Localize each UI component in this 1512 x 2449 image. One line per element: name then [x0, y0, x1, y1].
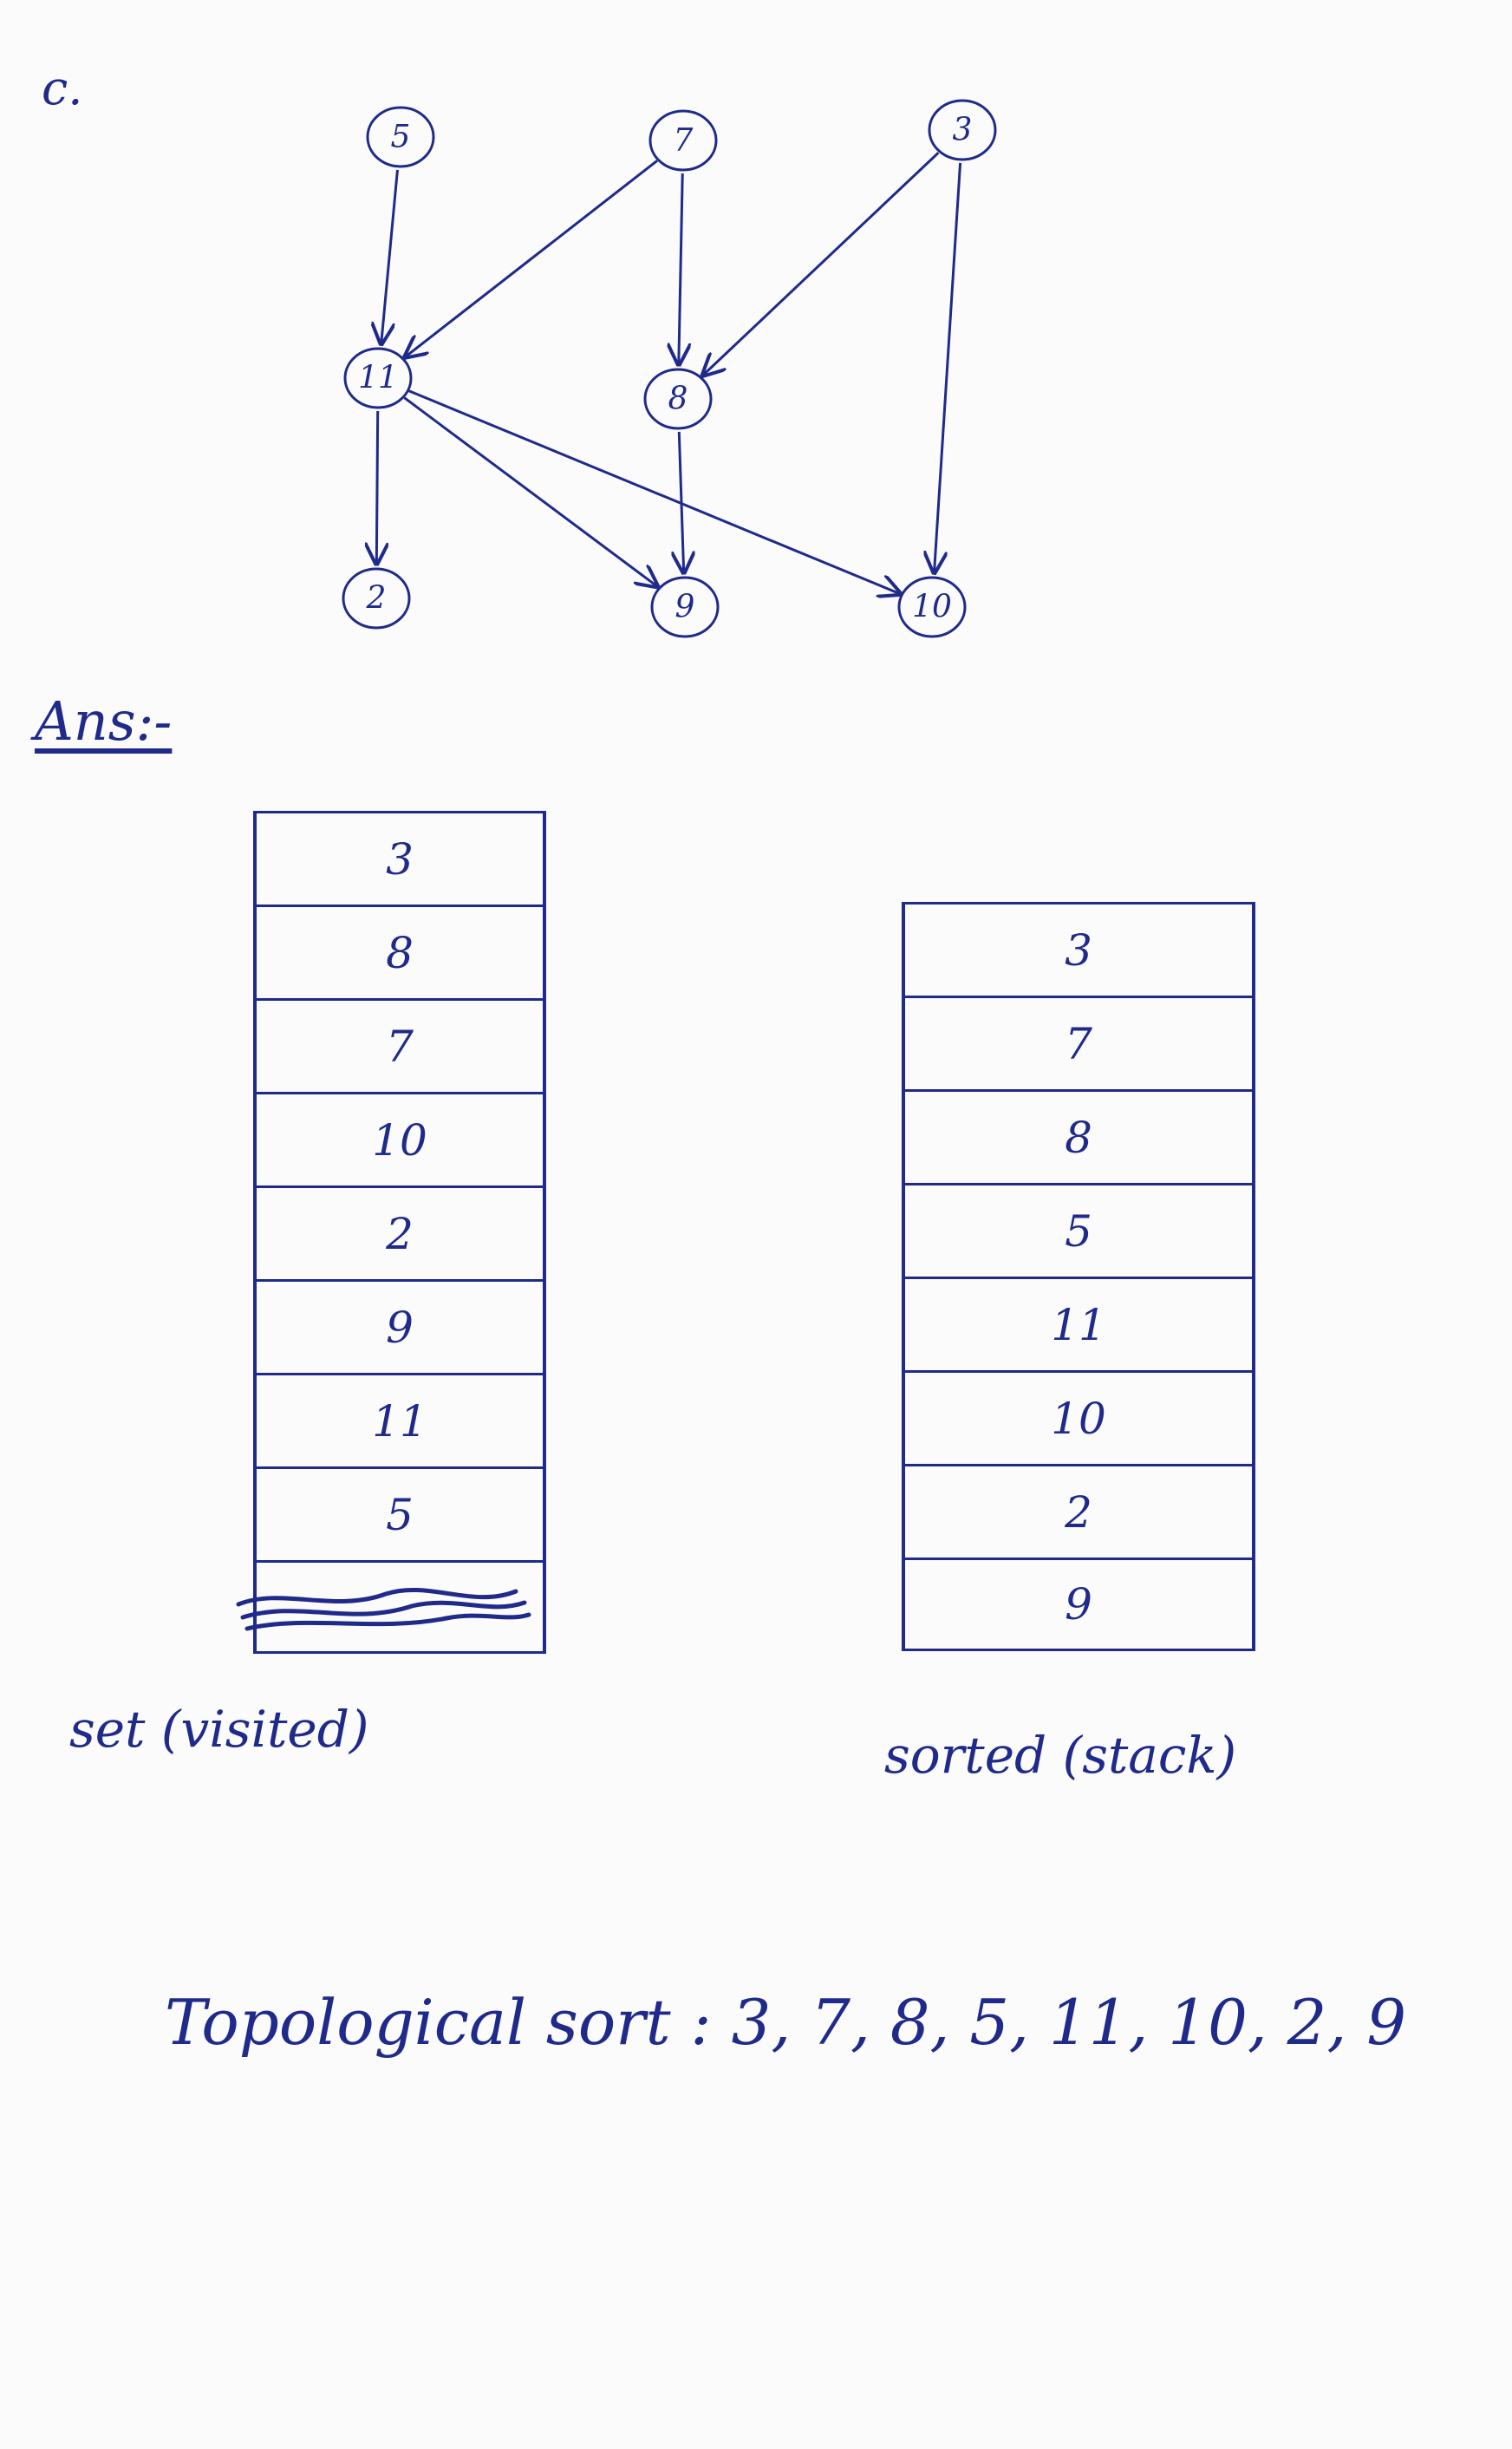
edge-7-to-11: [406, 160, 658, 356]
node-3: 3: [928, 99, 997, 161]
node-label: 8: [668, 382, 688, 417]
node-label: 11: [358, 361, 398, 396]
sorted-stack-cell: 9: [905, 1558, 1252, 1651]
visited-set-caption: set (visited): [69, 1700, 369, 1759]
node-label: 3: [953, 113, 973, 148]
sorted-stack-caption: sorted (stack): [884, 1726, 1237, 1785]
edge-3-to-10: [935, 162, 962, 572]
sorted-stack-cell: 5: [905, 1183, 1252, 1277]
sorted-stack-cell: 7: [905, 996, 1252, 1089]
visited-set-cell: 10: [257, 1092, 543, 1185]
edge-11-to-2: [376, 410, 377, 564]
node-11: 11: [343, 347, 413, 409]
edge-11-to-9: [403, 396, 656, 586]
node-label: 7: [674, 123, 694, 159]
question-label: c.: [42, 61, 83, 115]
visited-set-empty-cell: [257, 1560, 543, 1654]
node-2: 2: [342, 567, 411, 630]
edge-11-to-10: [407, 389, 900, 594]
node-label: 2: [366, 581, 387, 617]
result-order: 3, 7, 8, 5, 11, 10, 2, 9: [731, 1986, 1407, 2059]
result-label: Topological sort :: [165, 1986, 712, 2059]
sorted-stack-cell: 3: [905, 902, 1252, 996]
scribble-mark: [236, 1587, 531, 1631]
node-label: 5: [391, 120, 411, 155]
node-9: 9: [650, 576, 720, 638]
visited-set-cell: 8: [257, 904, 543, 998]
edge-7-to-8: [679, 173, 682, 364]
visited-set-cell: 9: [257, 1279, 543, 1373]
node-10: 10: [897, 576, 967, 638]
sorted-stack-cell: 2: [905, 1464, 1252, 1558]
dag-diagram: 5 7 3 11 8 2 9 10: [342, 99, 997, 638]
node-8: 8: [643, 368, 713, 430]
edge-3-to-8: [703, 152, 940, 375]
node-label: 10: [912, 590, 952, 625]
node-7: 7: [648, 109, 718, 172]
sorted-stack-cell: 8: [905, 1089, 1252, 1183]
visited-set-cell: 7: [257, 998, 543, 1092]
sorted-stack-cell: 11: [905, 1277, 1252, 1370]
visited-set-cell: 5: [257, 1466, 543, 1560]
edge-5-to-11: [381, 169, 399, 343]
edge-8-to-9: [679, 431, 683, 572]
visited-set-cell: 11: [257, 1373, 543, 1466]
node-label: 9: [675, 590, 695, 625]
visited-set-cell: 3: [257, 811, 543, 904]
topological-sort-result: Topological sort : 3, 7, 8, 5, 11, 10, 2…: [165, 1986, 1406, 2059]
sorted-stack-cell: 10: [905, 1370, 1252, 1464]
node-5: 5: [366, 106, 435, 168]
visited-set-cell: 2: [257, 1185, 543, 1279]
answer-label: Ans:-: [35, 689, 173, 753]
